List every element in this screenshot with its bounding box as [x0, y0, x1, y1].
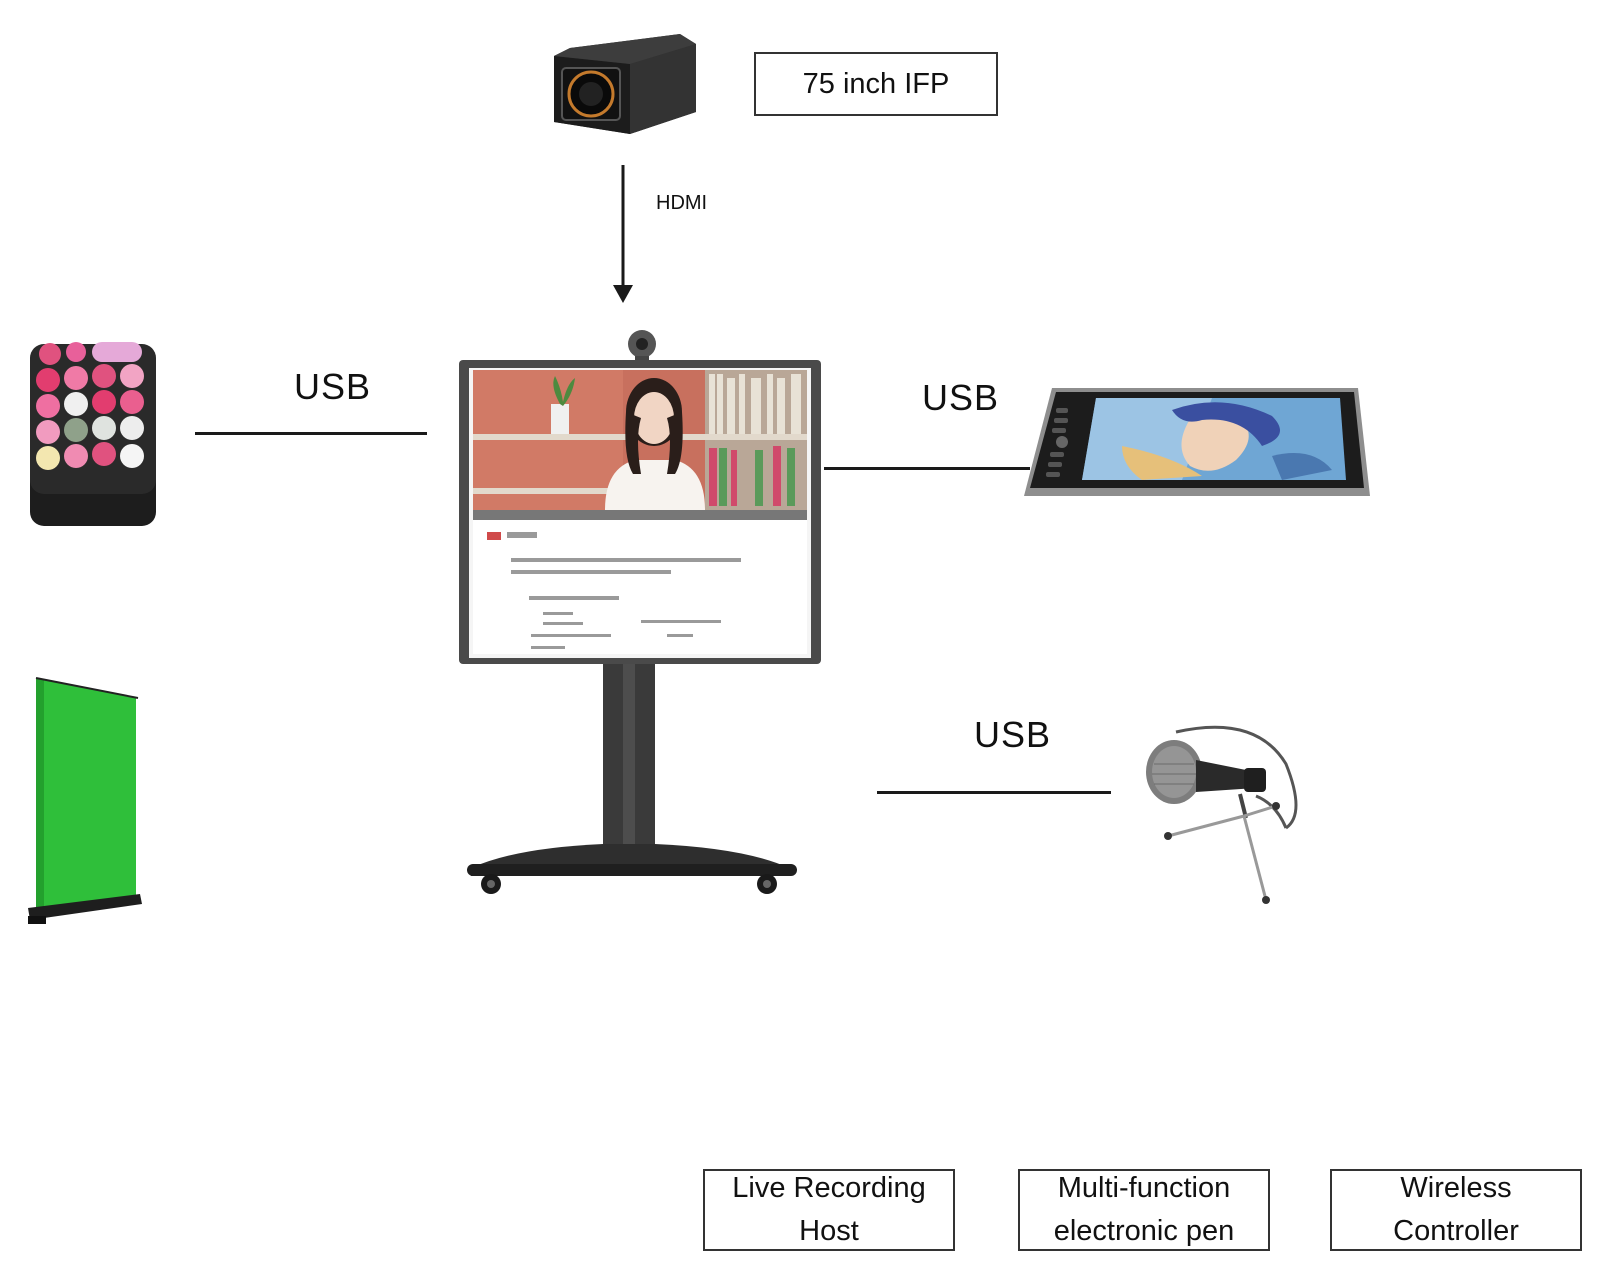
legend-controller-box: Wireless Controller: [1330, 1169, 1582, 1251]
keypad-icon: [28, 340, 158, 530]
legend-controller-label: Wireless Controller: [1393, 1172, 1519, 1247]
usb-mic-line: [877, 791, 1111, 794]
hdmi-label: HDMI: [656, 192, 708, 214]
green-screen-icon: [26, 676, 144, 934]
legend-host-box: Live Recording Host: [703, 1169, 955, 1251]
usb-keypad-label: USB: [294, 366, 372, 407]
usb-tablet-label: USB: [922, 377, 1000, 418]
recording-host-icon: [455, 328, 825, 920]
usb-keypad-line: [195, 432, 427, 435]
ifp-label: 75 inch IFP: [802, 67, 950, 100]
usb-tablet-line: [824, 467, 1030, 470]
legend-pen-box: Multi-function electronic pen: [1018, 1169, 1270, 1251]
ifp-label-box: 75 inch IFP: [754, 52, 998, 116]
pen-tablet-icon: [1022, 386, 1374, 504]
camera-icon: [552, 30, 702, 140]
microphone-icon: [1136, 724, 1312, 904]
legend-pen-label: Multi-function electronic pen: [1053, 1172, 1235, 1247]
usb-mic-label: USB: [974, 714, 1052, 755]
legend-host-label: Live Recording Host: [732, 1172, 926, 1247]
hdmi-arrow: [613, 165, 633, 305]
